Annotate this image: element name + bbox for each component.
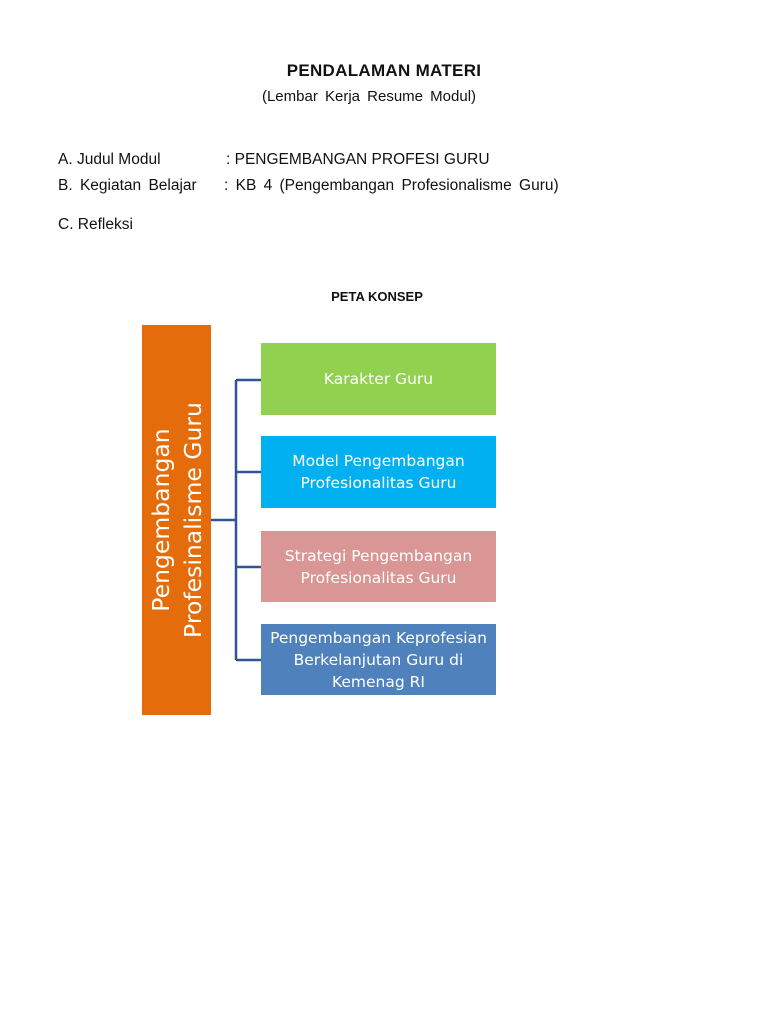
concept-karakter-guru: Karakter Guru xyxy=(261,343,496,415)
field-refleksi: C. Refleksi xyxy=(58,216,133,234)
concept-map-heading: PETA KONSEP xyxy=(331,289,423,304)
page-subtitle: (Lembar Kerja Resume Modul) xyxy=(261,88,477,105)
concept-map-root: Pengembangan Profesinalisme Guru xyxy=(142,325,211,715)
concept-map-root-label: Pengembangan Profesinalisme Guru xyxy=(146,402,207,638)
field-label: C. Refleksi xyxy=(58,216,133,233)
concept-pengembangan-keprofesian: Pengembangan Keprofesian Berkelanjutan G… xyxy=(261,624,496,695)
field-value: : KB 4 (Pengembangan Profesionalisme Gur… xyxy=(224,177,559,194)
field-label: B. Kegiatan Belajar xyxy=(58,177,197,194)
field-kegiatan-belajar: B. Kegiatan Belajar : KB 4 (Pengembangan … xyxy=(58,177,559,195)
concept-model-pengembangan: Model Pengembangan Profesionalitas Guru xyxy=(261,436,496,508)
concept-strategi-pengembangan: Strategi Pengembangan Profesionalitas Gu… xyxy=(261,531,496,602)
page-title: PENDALAMAN MATERI xyxy=(286,61,482,80)
field-label: A. Judul Modul xyxy=(58,151,161,168)
field-value: : PENGEMBANGAN PROFESI GURU xyxy=(226,151,490,168)
field-judul-modul: A. Judul Modul : PENGEMBANGAN PROFESI GUR… xyxy=(58,151,490,169)
